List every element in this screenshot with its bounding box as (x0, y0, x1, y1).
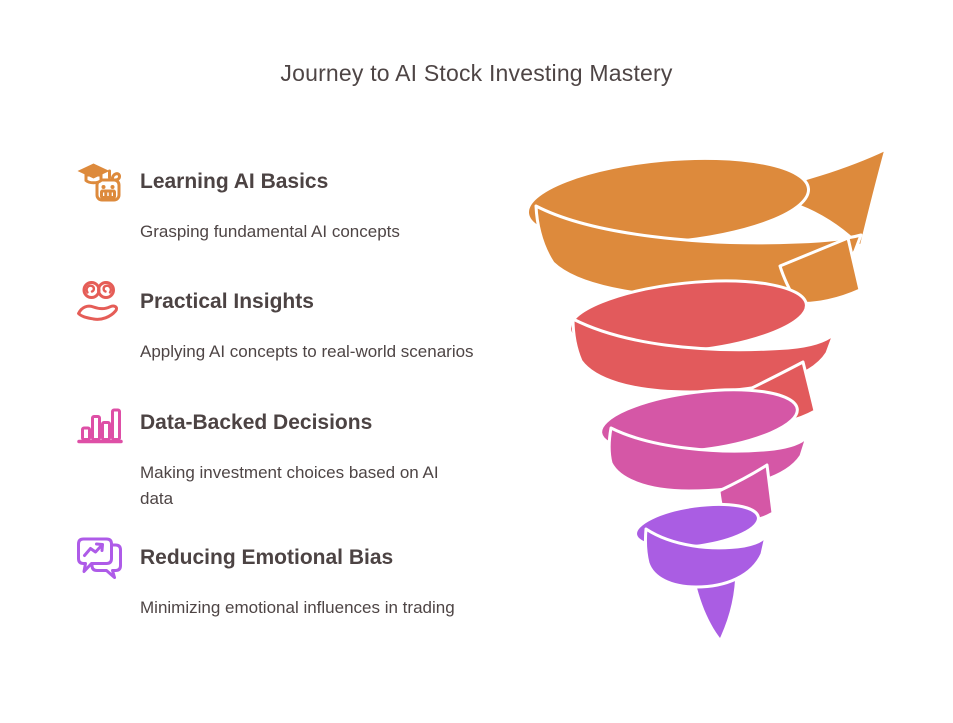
bar-chart-icon (74, 397, 126, 449)
funnel-spiral-chart (525, 147, 888, 638)
step-heading: Reducing Emotional Bias (140, 546, 394, 570)
step-description: Applying AI concepts to real-world scena… (140, 342, 474, 361)
chat-trend-arrow-icon (74, 532, 126, 584)
step-description: Making investment choices based on AI da… (140, 463, 439, 508)
step-item-practical-insights: Practical Insights Applying AI concepts … (74, 276, 504, 365)
hand-brain-icon (74, 276, 126, 328)
step-heading: Learning AI Basics (140, 170, 329, 194)
robot-graduate-icon (74, 156, 126, 208)
funnel-band-4-face (643, 527, 768, 589)
step-description: Grasping fundamental AI concepts (140, 222, 400, 241)
hand-brain-icon-svg (77, 281, 119, 321)
funnel-band-4 (634, 502, 768, 638)
step-item-reducing-emotional-bias: Reducing Emotional Bias Minimizing emoti… (74, 532, 504, 621)
funnel-band-1 (525, 147, 888, 305)
funnel-band-3 (599, 388, 809, 525)
robot-graduate-icon-svg (77, 163, 122, 202)
chat-trend-arrow-icon-svg (77, 537, 122, 579)
step-description: Minimizing emotional influences in tradi… (140, 598, 455, 617)
step-heading: Practical Insights (140, 290, 314, 314)
step-item-data-backed-decisions: Data-Backed Decisions Making investment … (74, 397, 504, 511)
step-item-learning-ai-basics: Learning AI Basics Grasping fundamental … (74, 156, 504, 245)
step-heading: Data-Backed Decisions (140, 411, 373, 435)
bar-chart-icon-svg (77, 408, 123, 444)
page-title: Journey to AI Stock Investing Mastery (280, 60, 673, 86)
funnel-band-2 (568, 279, 836, 426)
